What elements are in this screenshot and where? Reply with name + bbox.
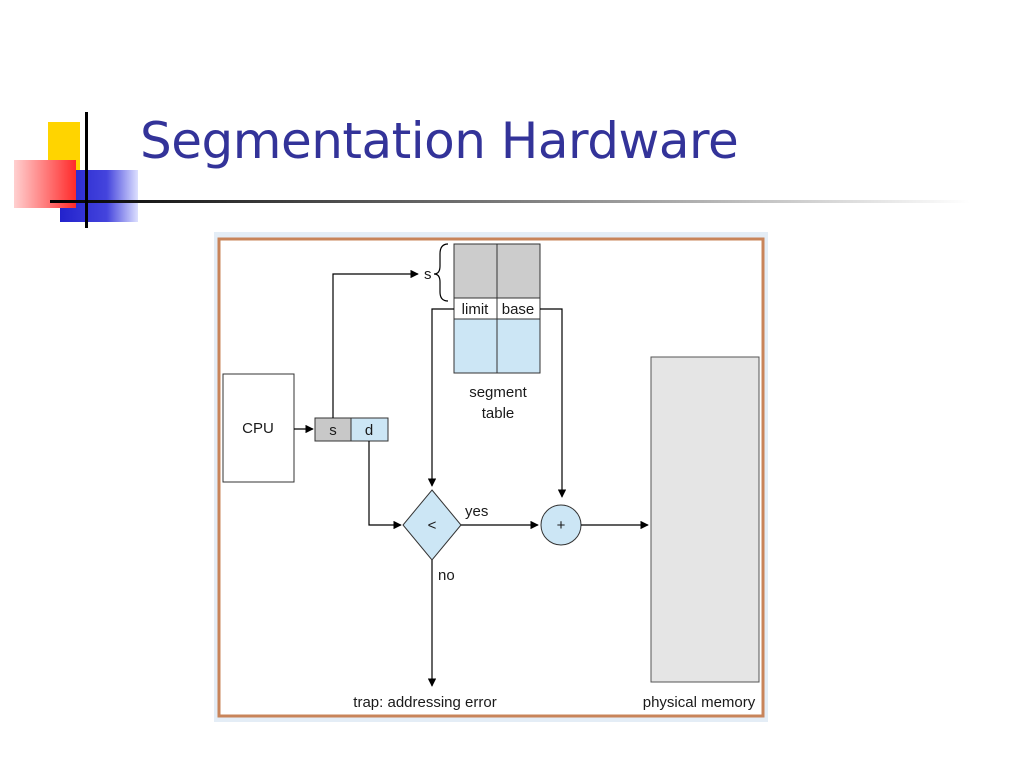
slide-decoration	[14, 112, 970, 228]
segmentation-diagram: CPU s d s limit base segment table <	[217, 237, 765, 718]
address-field-d-label: d	[365, 422, 373, 439]
no-label: no	[438, 567, 455, 584]
base-to-adder-arrow	[540, 308, 567, 498]
adder-symbol: +	[557, 517, 566, 534]
trap-label: trap: addressing error	[353, 694, 496, 711]
physical-memory-box	[650, 356, 760, 683]
segment-table-top-left	[453, 243, 498, 299]
cpu-box	[222, 373, 295, 483]
segment-table-limit-label: limit	[462, 301, 489, 318]
s-to-table-arrow	[332, 269, 419, 418]
segment-table-caption-line1: segment	[469, 384, 527, 401]
vertical-ornament-line	[85, 112, 88, 228]
cpu-label: CPU	[242, 420, 274, 437]
physical-memory-label: physical memory	[643, 694, 756, 711]
segment-selector-brace	[433, 243, 449, 302]
diagram-frame: CPU s d s limit base segment table <	[214, 232, 768, 722]
limit-to-comparator-arrow	[427, 308, 454, 487]
d-to-comparator-arrow	[368, 441, 402, 530]
segment-table-bottom-right	[496, 318, 541, 374]
comparator-symbol: <	[428, 517, 437, 534]
segment-selector-label: s	[424, 266, 432, 283]
page-title: Segmentation Hardware	[140, 112, 739, 170]
segment-table-base-label: base	[502, 301, 535, 318]
address-field-s-label: s	[329, 422, 337, 439]
title-rule	[50, 200, 970, 203]
segment-table-bottom-left	[453, 318, 498, 374]
segment-table-caption-line2: table	[482, 405, 515, 422]
segment-table-top-right	[496, 243, 541, 299]
yes-label: yes	[465, 503, 488, 520]
